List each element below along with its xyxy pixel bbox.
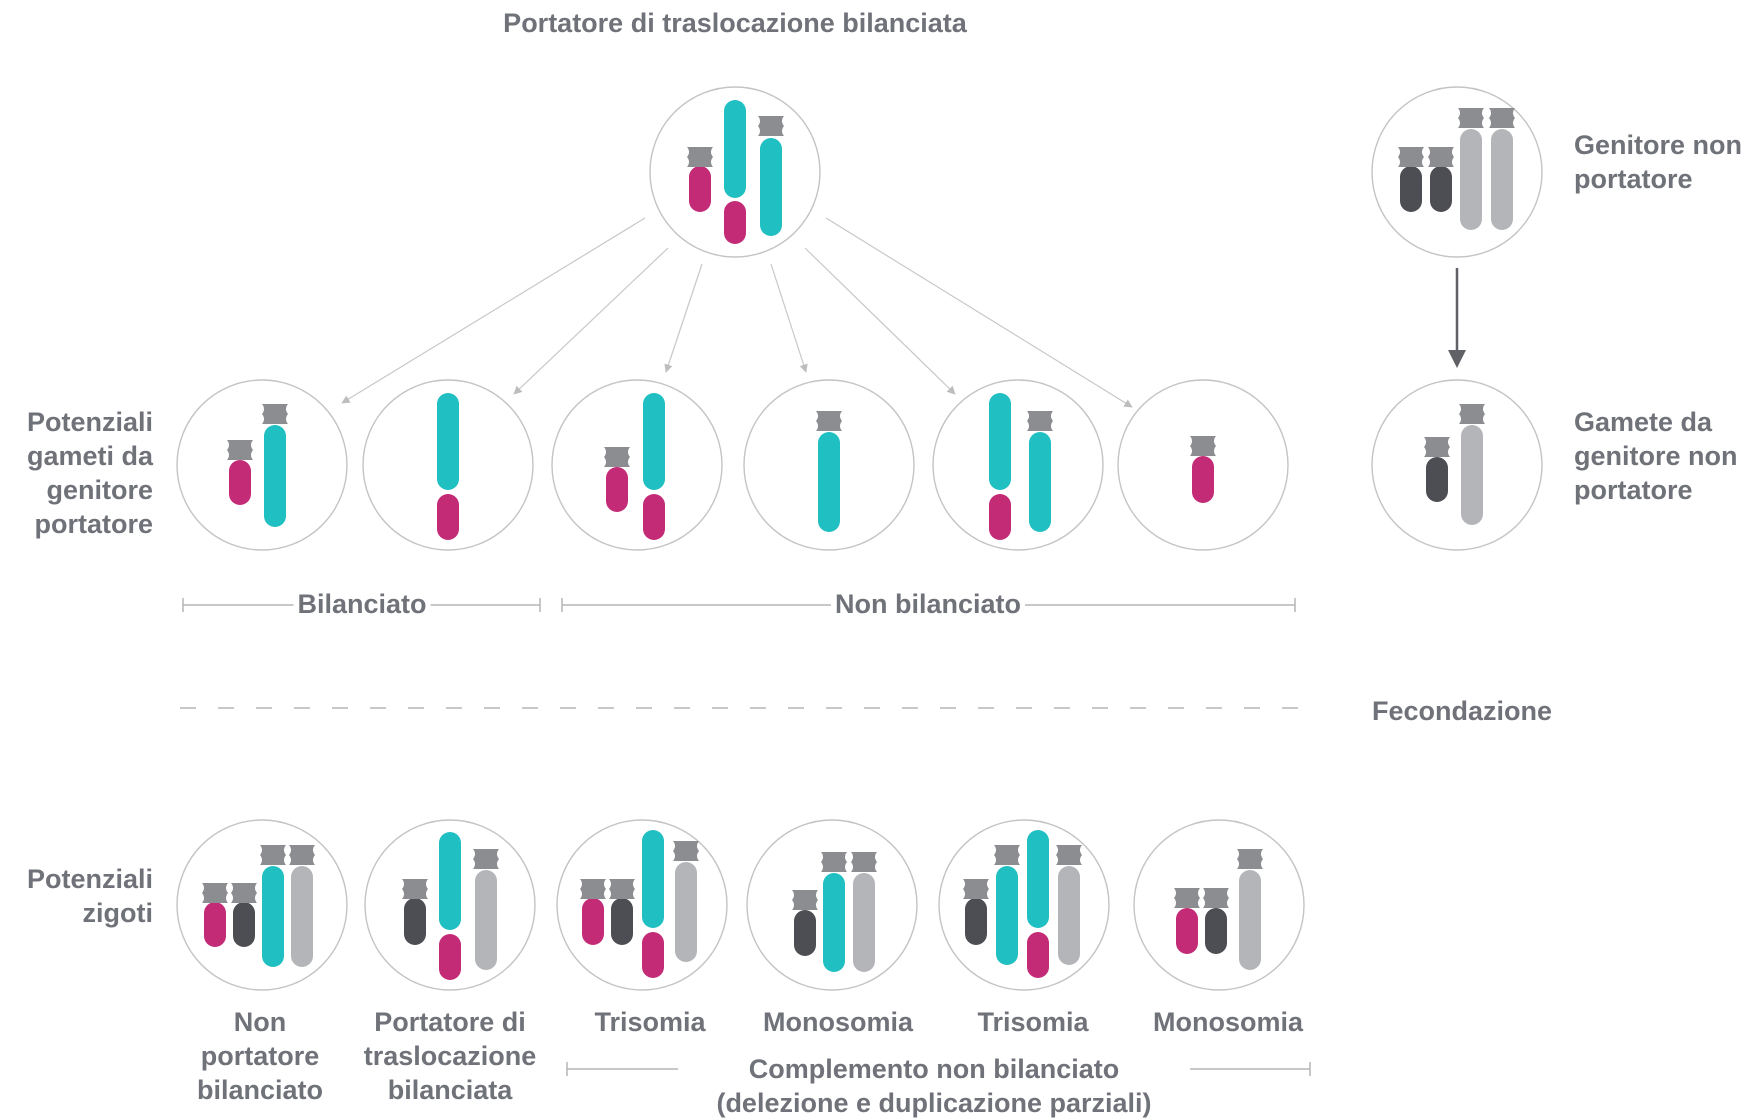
chromosome-dark-short: [792, 890, 818, 956]
chromosome-dark-short: [1428, 147, 1454, 212]
chromosome-dark-short: [609, 879, 635, 945]
chromosome-dark-short: [1398, 147, 1424, 212]
chromosome-magenta-short: [1190, 436, 1216, 503]
chromosome-light-long: [673, 841, 699, 962]
zygote-label-3: Trisomia: [594, 1007, 706, 1037]
zygote-circle-5: [938, 819, 1110, 991]
zygote-label-1: Non portatore bilanciato: [196, 1007, 324, 1105]
chromosome-dark-short: [1203, 888, 1229, 954]
chromosome-derivative-teal-magenta: [724, 100, 746, 244]
chromosome-dark-short: [402, 879, 428, 945]
chromosome-derivative-teal-magenta: [1027, 830, 1049, 978]
zygote-unbalanced-bracket: [566, 1062, 1311, 1076]
arrow-to-gamete-1: [341, 217, 646, 404]
chromosome-teal-long: [816, 411, 842, 532]
zygote-circle-4: [746, 819, 918, 991]
chromosome-dark-short: [963, 879, 989, 945]
chromosome-teal-long: [821, 852, 847, 972]
arrow-to-gamete-6: [825, 217, 1133, 408]
zygote-circle-6: [1133, 819, 1305, 991]
fertilization-label: Fecondazione: [1372, 696, 1553, 726]
gamete-arrows: [341, 217, 1133, 408]
chromosome-derivative-teal-magenta: [642, 830, 664, 978]
zygote-label-5: Trisomia: [977, 1007, 1089, 1037]
gamete-circle-4: [743, 379, 915, 551]
non-carrier-parent-label: Genitore non portatore: [1574, 130, 1742, 194]
gametes-row-label: Potenziali gameti da genitore portatore: [26, 407, 153, 539]
chromosome-light-long: [1458, 108, 1484, 230]
arrow-to-gamete-4: [770, 263, 808, 373]
gamete-circle-3: [551, 379, 723, 551]
chromosome-derivative-teal-magenta: [643, 393, 665, 540]
chromosome-dark-short: [231, 883, 257, 947]
gamete-circle-6: [1117, 379, 1289, 551]
chromosome-light-long: [1489, 108, 1515, 230]
chromosome-teal-long: [758, 116, 784, 236]
zygote-label-2: Portatore di traslocazione bilanciata: [363, 1007, 537, 1105]
chromosome-light-long: [1459, 404, 1485, 525]
unbalanced-label: Non bilanciato: [830, 587, 1026, 621]
zygote-circle-1: [176, 819, 348, 991]
balanced-label: Bilanciato: [293, 587, 431, 621]
chromosome-teal-long: [994, 845, 1020, 965]
chromosome-teal-long: [260, 845, 286, 967]
chromosome-magenta-short: [687, 147, 713, 212]
chromosome-teal-long: [1027, 411, 1053, 532]
chromosome-derivative-teal-magenta: [989, 393, 1011, 540]
chromosome-light-long: [1237, 849, 1263, 970]
chromosome-magenta-short: [580, 879, 606, 945]
gamete-circle-5: [932, 379, 1104, 551]
parent-arrow: [1448, 268, 1466, 368]
zygotes-row-label: Potenziali zigoti: [26, 864, 153, 928]
zygote-circle-2: [364, 819, 536, 991]
chromosome-magenta-short: [604, 447, 630, 512]
chromosome-light-long: [1056, 845, 1082, 965]
arrow-to-gamete-3: [664, 263, 703, 373]
non-carrier-parent-circle: [1371, 86, 1543, 258]
chromosome-teal-long: [262, 404, 288, 527]
gamete-circle-2: [362, 379, 534, 551]
chromosome-magenta-short: [202, 883, 228, 947]
non-carrier-gamete-label: Gamete da genitore non portatore: [1574, 407, 1738, 505]
chromosome-derivative-teal-magenta: [437, 393, 459, 540]
carrier-parent-circle: [649, 86, 821, 258]
unbalanced-complement-label: Complemento non bilanciato (delezione e …: [716, 1054, 1152, 1118]
zygote-label-6: Monosomia: [1152, 1007, 1304, 1037]
chromosome-light-long: [473, 849, 499, 970]
non-carrier-gamete-circle: [1371, 379, 1543, 551]
chromosome-light-long: [851, 852, 877, 972]
gamete-circle-1: [176, 379, 348, 551]
arrow-to-gamete-2: [513, 247, 669, 395]
diagram-title: Portatore di traslocazione bilanciata: [503, 8, 967, 38]
chromosome-magenta-short: [227, 440, 253, 505]
chromosome-magenta-short: [1174, 888, 1200, 954]
zygote-circle-3: [556, 819, 728, 991]
arrow-to-gamete-5: [804, 247, 956, 395]
chromosome-derivative-teal-magenta: [439, 832, 461, 980]
chromosome-light-long: [289, 845, 315, 967]
zygote-label-4: Monosomia: [762, 1007, 914, 1037]
chromosome-dark-short: [1424, 437, 1450, 502]
